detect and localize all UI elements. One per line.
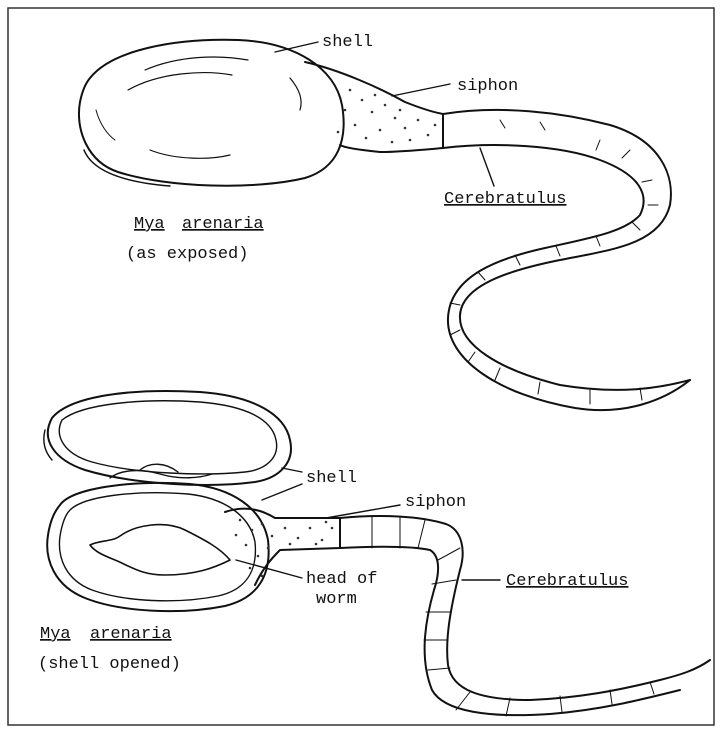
top-caption: (as exposed) (126, 245, 248, 264)
top-panel: shell siphon Cerebratulus Mya arenaria (… (79, 33, 690, 410)
top-siphon-label: siphon (457, 77, 518, 96)
top-shell-label: shell (322, 33, 373, 52)
bottom-shell-leader-1 (282, 468, 302, 472)
bottom-shell-leader-2 (262, 484, 302, 500)
top-worm-label: Cerebratulus (444, 190, 566, 209)
bottom-worm-label: Cerebratulus (506, 572, 628, 591)
bottom-siphon-label: siphon (405, 493, 466, 512)
figure-frame (8, 8, 714, 725)
bottom-head-label-line2: worm (316, 590, 357, 609)
bottom-species-epithet: arenaria (90, 625, 172, 644)
top-species-genus: Mya (134, 215, 165, 234)
bottom-panel: shell siphon head of worm Cerebratulus M… (38, 391, 710, 716)
bottom-caption: (shell opened) (38, 655, 181, 674)
top-clam-shell (79, 40, 344, 186)
top-worm-leader (480, 148, 494, 186)
bottom-shell-label: shell (306, 469, 357, 488)
bottom-leaders (236, 468, 500, 580)
top-species-epithet: arenaria (182, 215, 264, 234)
top-siphon (305, 62, 443, 152)
bottom-upper-valve (44, 391, 291, 485)
top-worm (443, 110, 690, 410)
bottom-species-genus: Mya (40, 625, 71, 644)
top-siphon-leader (392, 84, 450, 96)
bottom-lower-valve (47, 464, 268, 611)
bottom-head-label-line1: head of (306, 570, 377, 589)
bottom-worm (340, 516, 710, 716)
